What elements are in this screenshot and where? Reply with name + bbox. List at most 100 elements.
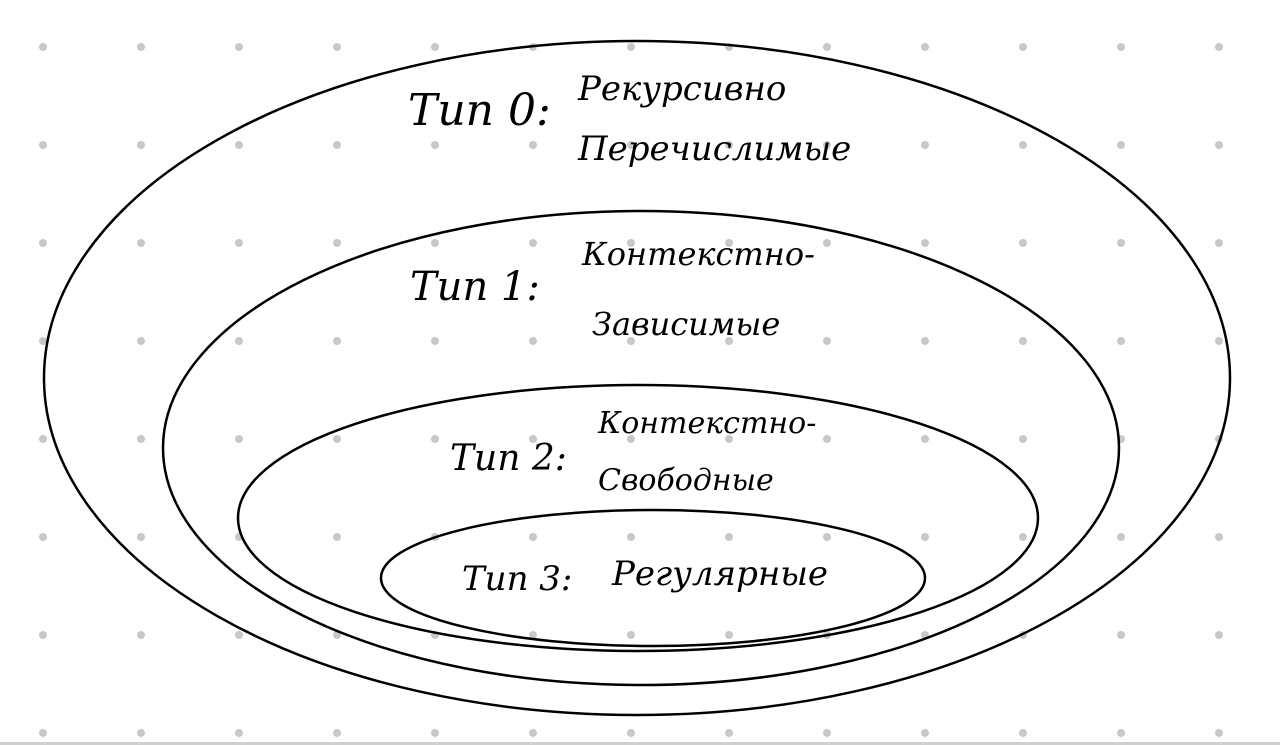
grid-dot xyxy=(823,337,831,345)
grid-dot xyxy=(431,141,439,149)
grid-dot xyxy=(921,533,929,541)
grid-dot xyxy=(1117,631,1125,639)
grid-dot xyxy=(921,239,929,247)
grid-dot xyxy=(333,729,341,737)
grid-dot xyxy=(1117,729,1125,737)
grid-dot xyxy=(725,141,733,149)
grid-dot xyxy=(1019,337,1027,345)
grid-dot xyxy=(333,533,341,541)
grid-dot xyxy=(1215,729,1223,737)
grid-dot xyxy=(1215,631,1223,639)
grid-dot xyxy=(627,533,635,541)
grid-dot xyxy=(921,141,929,149)
grid-dot xyxy=(333,435,341,443)
ellipse-type-0 xyxy=(42,39,1232,717)
grid-dot xyxy=(1019,239,1027,247)
grid-dot xyxy=(137,435,145,443)
grid-dot xyxy=(39,43,47,51)
grid-dot xyxy=(1117,239,1125,247)
grid-dot xyxy=(39,533,47,541)
type-2-line-1: Контекстно- xyxy=(597,406,816,441)
grid-dot xyxy=(137,533,145,541)
grid-dot xyxy=(921,43,929,51)
type-0-line-2: Перечислимые xyxy=(577,129,851,169)
grid-dot xyxy=(39,239,47,247)
grid-dot xyxy=(627,141,635,149)
bottom-edge xyxy=(0,742,1280,745)
grid-dot xyxy=(1215,337,1223,345)
type-0-line-1: Рекурсивно xyxy=(577,69,786,109)
grid-dot xyxy=(627,435,635,443)
grid-dot xyxy=(529,141,537,149)
grid-dot xyxy=(1117,533,1125,541)
grid-dot xyxy=(235,631,243,639)
grid-dot xyxy=(725,631,733,639)
ellipse-type-2 xyxy=(236,383,1040,653)
grid-dot xyxy=(137,43,145,51)
grid-dot xyxy=(627,43,635,51)
type-3-label: Тип 3: xyxy=(462,559,572,599)
grid-dot xyxy=(235,337,243,345)
type-3-line-1: Регулярные xyxy=(611,554,828,594)
grid-dot xyxy=(529,435,537,443)
grid-dot xyxy=(1019,435,1027,443)
grid-dot xyxy=(39,435,47,443)
grid-dot xyxy=(627,631,635,639)
grid-dot xyxy=(921,337,929,345)
grid-dot xyxy=(627,337,635,345)
grid-dot xyxy=(725,729,733,737)
grid-dot xyxy=(333,141,341,149)
type-1-label: Тип 1: xyxy=(410,264,540,310)
ellipse-type-1 xyxy=(161,209,1121,687)
grid-dot xyxy=(431,337,439,345)
grid-dot xyxy=(1019,141,1027,149)
grid-dot xyxy=(1215,141,1223,149)
grid-dot xyxy=(235,729,243,737)
grid-dot xyxy=(529,631,537,639)
grid-dot xyxy=(431,43,439,51)
grid-dot xyxy=(823,729,831,737)
grid-dot xyxy=(235,43,243,51)
grid-dot xyxy=(39,141,47,149)
grid-dot xyxy=(333,239,341,247)
grid-dot xyxy=(235,141,243,149)
grid-dot xyxy=(529,729,537,737)
grid-dot xyxy=(921,435,929,443)
grid-dot xyxy=(137,337,145,345)
grid-dot xyxy=(39,337,47,345)
grid-dot xyxy=(725,435,733,443)
grid-dot xyxy=(431,729,439,737)
grid-dot xyxy=(529,533,537,541)
grid-dot xyxy=(823,435,831,443)
type-0-label: Тип 0: xyxy=(408,85,551,136)
grid-dot xyxy=(1117,337,1125,345)
ellipse-type-3 xyxy=(379,508,927,648)
grid-dot xyxy=(823,239,831,247)
grid-dot xyxy=(1215,239,1223,247)
type-2-label: Тип 2: xyxy=(450,438,567,479)
grid-dot xyxy=(627,729,635,737)
grid-dot xyxy=(431,239,439,247)
grid-dot xyxy=(823,43,831,51)
grid-dot xyxy=(431,435,439,443)
grid-dot xyxy=(333,43,341,51)
grid-dot xyxy=(1117,43,1125,51)
type-2-line-2: Свободные xyxy=(598,463,774,498)
grid-dot xyxy=(1019,729,1027,737)
grid-dot xyxy=(725,239,733,247)
grid-dot xyxy=(137,239,145,247)
grid-dot xyxy=(39,631,47,639)
grid-dot xyxy=(1117,141,1125,149)
type-1-line-1: Контекстно- xyxy=(581,235,815,273)
type-1-line-2: Зависимые xyxy=(592,305,780,343)
grid-dot xyxy=(39,729,47,737)
grid-dot xyxy=(235,435,243,443)
grid-dot xyxy=(627,239,635,247)
grid-dot xyxy=(137,729,145,737)
grid-dot xyxy=(823,533,831,541)
grid-dot xyxy=(529,337,537,345)
grid-dot xyxy=(725,337,733,345)
grid-dot xyxy=(921,729,929,737)
grid-dot xyxy=(1215,533,1223,541)
